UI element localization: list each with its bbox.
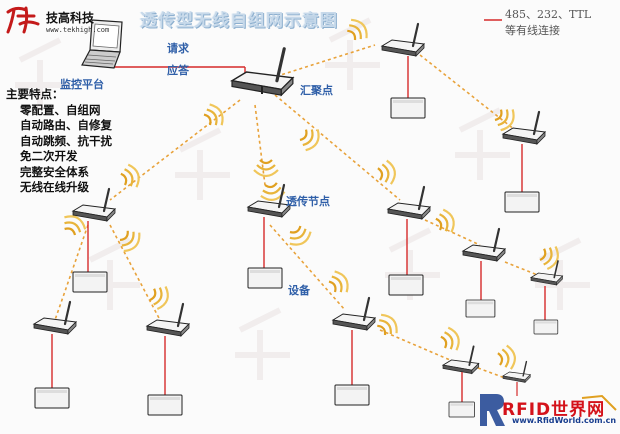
rfid-logo-url: www.RfidWorld.com.cn — [512, 416, 617, 425]
diagram-title: 透传型无线自组网示意图 — [140, 11, 338, 31]
node-bottom-right-1 — [442, 345, 480, 418]
tekhigh-logo-icon — [6, 6, 40, 34]
laptop-icon — [81, 19, 123, 69]
feature-item: 免二次开发 — [20, 149, 78, 163]
rfidworld-logo-icon — [480, 394, 617, 426]
label-monitor-platform: 监控平台 — [60, 78, 104, 91]
legend-line-1: 485、232、TTL — [505, 8, 592, 21]
feature-item: 零配置、自组网 — [20, 102, 101, 117]
node-bottom-left-1 — [32, 300, 78, 409]
node-right-1 — [501, 110, 547, 213]
brand-url: www.tekhigh.com — [46, 26, 110, 34]
feature-item: 自动路由、自修复 — [20, 118, 112, 132]
features-list: 主要特点： 零配置、自组网 自动路由、自修复 自动跳频、抗干扰 免二次开发 完整… — [6, 87, 112, 196]
label-request: 请求 — [167, 42, 189, 55]
rfid-logo-text: RFID世界网 — [502, 400, 606, 420]
node-right-2 — [386, 185, 432, 296]
label-aggregation-node: 汇聚点 — [300, 84, 333, 97]
node-right-4 — [530, 260, 564, 335]
node-left — [71, 187, 117, 293]
wireless-links — [54, 44, 551, 379]
node-right-3 — [461, 227, 507, 318]
label-device: 设备 — [288, 284, 310, 297]
label-response: 应答 — [167, 64, 189, 77]
feature-item: 无线在线升级 — [20, 180, 89, 194]
label-relay-node: 透传节点 — [286, 195, 330, 208]
node-bottom-right-2 — [502, 360, 532, 396]
features-heading: 主要特点： — [6, 87, 64, 101]
legend-line-2: 等有线连接 — [505, 24, 560, 37]
node-bottom-center — [331, 296, 377, 406]
node-center — [246, 183, 292, 289]
node-top-right — [380, 22, 426, 119]
brand-name: 技高科技 — [46, 11, 95, 25]
feature-item: 自动跳频、抗干扰 — [20, 133, 112, 148]
feature-item: 完整安全体系 — [20, 164, 89, 179]
node-bottom-left-2 — [145, 302, 191, 416]
